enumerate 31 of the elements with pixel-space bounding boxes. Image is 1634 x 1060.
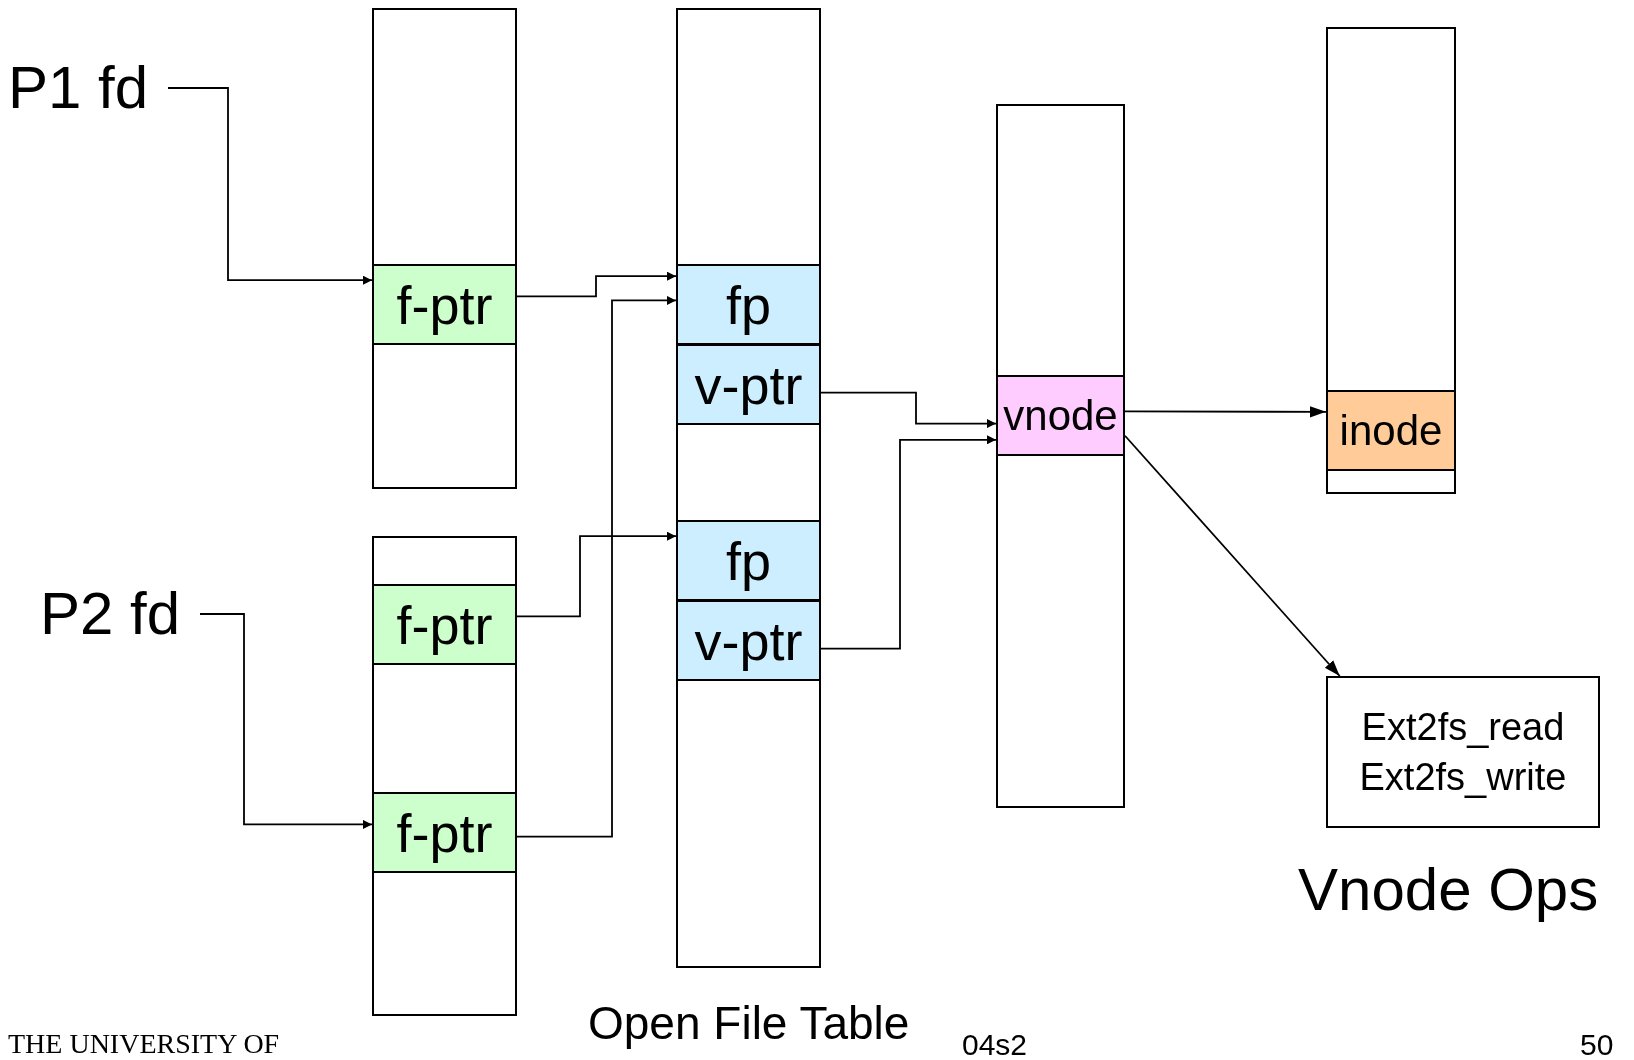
- arrow: [516, 271, 677, 298]
- table-cell: f-ptr: [372, 264, 517, 345]
- table-cell: v-ptr: [676, 600, 821, 681]
- process-label: P1 fd: [8, 52, 168, 124]
- process-label: P2 fd: [40, 578, 200, 650]
- arrow: [516, 295, 677, 838]
- table-cell: inode: [1326, 390, 1456, 471]
- arrow: [516, 531, 677, 618]
- arrow: [1124, 434, 1341, 677]
- arrow: [167, 87, 373, 285]
- table-column: [676, 8, 821, 968]
- footer-text: 04s2: [962, 1030, 1028, 1060]
- footer-text: THE UNIVERSITY OF: [8, 1030, 280, 1058]
- function-name: Ext2fs_write: [1359, 758, 1567, 796]
- arrow: [1124, 406, 1327, 418]
- table-heading: Vnode Ops: [1298, 860, 1599, 920]
- table-cell: v-ptr: [676, 344, 821, 425]
- table-cell: vnode: [996, 375, 1125, 456]
- function-name: Ext2fs_read: [1361, 708, 1565, 746]
- arrow: [820, 391, 997, 429]
- table-cell: fp: [676, 520, 821, 601]
- table-column: [996, 104, 1125, 808]
- table-cell: f-ptr: [372, 584, 517, 665]
- page-number: 50: [1580, 1030, 1614, 1060]
- table-column: [372, 536, 517, 1016]
- table-cell: f-ptr: [372, 792, 517, 873]
- table-column: [1326, 27, 1456, 494]
- table-column: [372, 8, 517, 489]
- arrow: [199, 613, 373, 829]
- table-cell: fp: [676, 264, 821, 345]
- arrow: [820, 435, 997, 650]
